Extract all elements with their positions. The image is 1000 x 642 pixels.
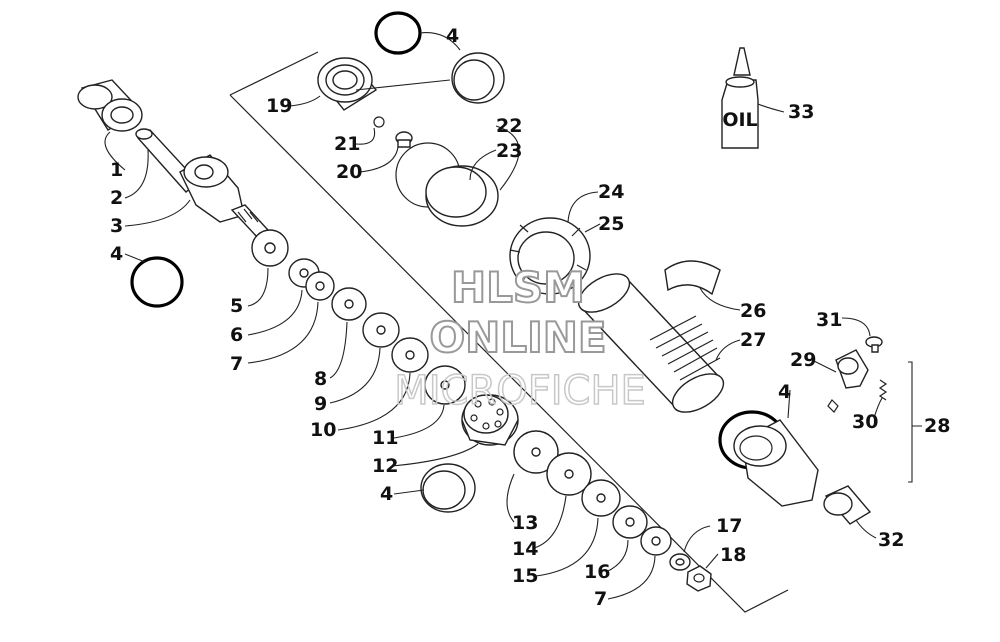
oil-bottle-label: OIL <box>722 109 757 131</box>
part-29-valve-body <box>827 349 869 413</box>
callout-labels: 1 2 3 4 5 6 7 8 9 10 11 12 4 13 14 15 16… <box>110 25 950 610</box>
part-16-shim <box>612 505 648 539</box>
callout-3: 3 <box>110 215 123 237</box>
part-24-25-spring-nut <box>509 217 591 295</box>
part-31-screw <box>865 336 883 353</box>
callout-1: 1 <box>110 159 123 181</box>
callout-26: 26 <box>740 300 766 322</box>
callout-4-mid: 4 <box>380 483 393 505</box>
watermark-line-3: MICROFICHE <box>394 368 646 414</box>
part-9-shim <box>362 312 400 348</box>
shim-stack <box>251 229 712 592</box>
part-21-small-o-ring <box>373 116 385 128</box>
part-10-shim <box>391 337 429 373</box>
part-32-bushing <box>823 485 872 525</box>
part-27-shock-body <box>577 273 725 413</box>
callout-16: 16 <box>584 561 610 583</box>
callout-13: 13 <box>512 512 538 534</box>
callout-31: 31 <box>816 309 842 331</box>
part-4-wear-band-mid <box>420 463 476 513</box>
leader-lines <box>104 32 922 600</box>
callout-28: 28 <box>924 415 950 437</box>
part-4-wear-band-top <box>451 52 505 104</box>
callout-7-upper: 7 <box>230 353 243 375</box>
callout-12: 12 <box>372 455 398 477</box>
callout-4-left: 4 <box>110 243 123 265</box>
part-20-valve <box>395 131 413 148</box>
part-14-shim <box>546 452 592 496</box>
part-7-shim-upper <box>305 271 335 301</box>
callout-19: 19 <box>266 95 292 117</box>
part-7-shim-lower <box>640 526 672 556</box>
callout-29: 29 <box>790 349 816 371</box>
callout-7-lower: 7 <box>594 588 607 610</box>
callout-5: 5 <box>230 295 243 317</box>
part-12-piston <box>461 394 519 446</box>
lower-body-housing <box>733 419 819 507</box>
callout-14: 14 <box>512 538 538 560</box>
callout-22: 22 <box>496 115 522 137</box>
callout-21: 21 <box>334 133 360 155</box>
part-17-washer <box>669 553 691 571</box>
part-30-spring <box>878 379 888 401</box>
callout-11: 11 <box>372 427 398 449</box>
part-26-seat <box>664 260 721 296</box>
callout-24: 24 <box>598 181 624 203</box>
assembly-boundary <box>229 51 789 613</box>
callout-32: 32 <box>878 529 904 551</box>
callout-33: 33 <box>788 101 814 123</box>
part-18-nut <box>686 565 712 592</box>
callout-25: 25 <box>598 213 624 235</box>
part-15-shim <box>581 479 621 517</box>
watermark-line-1: HLSM <box>451 263 585 312</box>
callout-20: 20 <box>336 161 362 183</box>
part-1-bushing <box>77 79 143 132</box>
part-8-shim <box>331 287 367 321</box>
callout-17: 17 <box>716 515 742 537</box>
watermark-line-2: ONLINE <box>429 313 606 362</box>
part-13-shim <box>513 430 559 474</box>
watermark: HLSM ONLINE MICROFICHE <box>393 262 646 415</box>
part-5-washer <box>251 229 289 267</box>
callout-6: 6 <box>230 324 243 346</box>
callout-30: 30 <box>852 411 878 433</box>
part-3-shaft-eye <box>179 154 270 239</box>
part-19-reservoir-cap <box>316 57 378 111</box>
part-22-23-piston-band <box>395 142 499 227</box>
callout-8: 8 <box>314 368 327 390</box>
callout-9: 9 <box>314 393 327 415</box>
callout-4-right: 4 <box>778 381 791 403</box>
callout-27: 27 <box>740 329 766 351</box>
part-4-o-ring-top <box>374 11 422 55</box>
part-4-o-ring-left <box>130 256 184 308</box>
part-33-oil-bottle: OIL <box>721 47 759 149</box>
callout-10: 10 <box>310 419 336 441</box>
callout-15: 15 <box>512 565 538 587</box>
callout-2: 2 <box>110 187 123 209</box>
part-11-shim <box>424 365 466 405</box>
callout-4-top: 4 <box>446 25 459 47</box>
callout-18: 18 <box>720 544 746 566</box>
callout-23: 23 <box>496 140 522 162</box>
